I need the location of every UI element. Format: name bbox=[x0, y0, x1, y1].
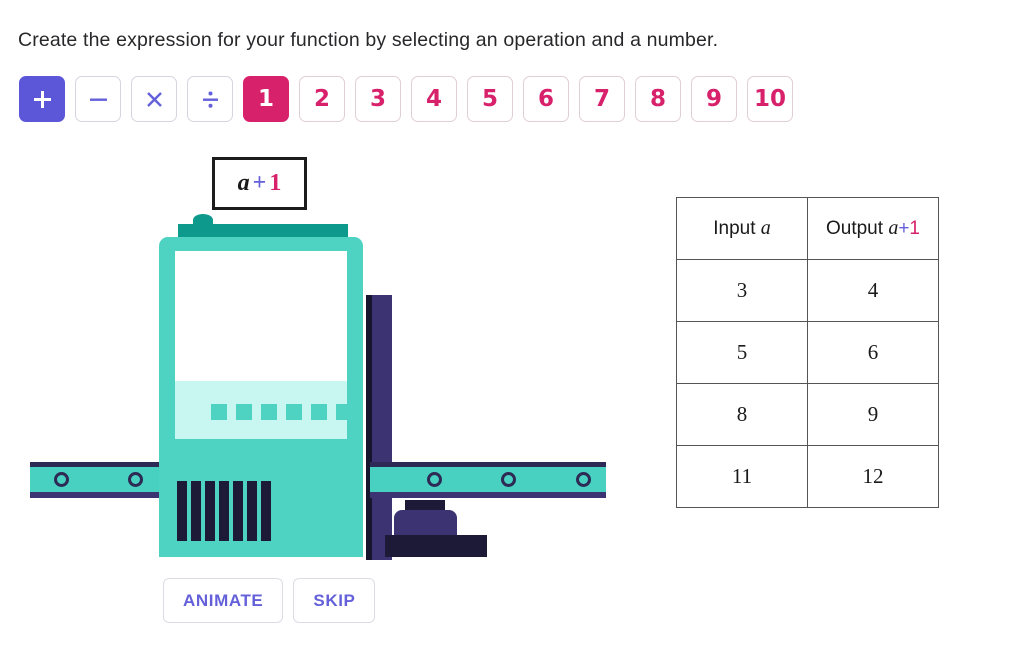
belt-roller bbox=[501, 472, 516, 487]
number-button-9[interactable]: 9 bbox=[691, 76, 737, 122]
belt-roller bbox=[54, 472, 69, 487]
table-row: 5 6 bbox=[676, 321, 939, 384]
column-header-output: Output a+1 bbox=[807, 197, 939, 260]
cell-output: 12 bbox=[807, 445, 939, 508]
belt-roller bbox=[576, 472, 591, 487]
panel-dot bbox=[286, 404, 302, 420]
panel-dot bbox=[211, 404, 227, 420]
column-header-input: Input a bbox=[676, 197, 808, 260]
number-button-7[interactable]: 7 bbox=[579, 76, 625, 122]
belt-roller bbox=[427, 472, 442, 487]
cell-output: 6 bbox=[807, 321, 939, 384]
machine-top-bar bbox=[178, 224, 348, 237]
grille-bar bbox=[233, 481, 243, 541]
output-label: Output bbox=[825, 218, 884, 239]
operation-button-subtract[interactable] bbox=[75, 76, 121, 122]
belt-left-bottom-rail bbox=[30, 492, 208, 498]
number-button-2[interactable]: 2 bbox=[299, 76, 345, 122]
panel-dot bbox=[311, 404, 327, 420]
grille-bar bbox=[191, 481, 201, 541]
machine-knob bbox=[193, 214, 213, 226]
table-row: 8 9 bbox=[676, 383, 939, 446]
table-header-row: Input a Output a+1 bbox=[676, 197, 939, 260]
machine-stand-mid bbox=[394, 510, 457, 535]
panel-dot bbox=[261, 404, 277, 420]
number-button-4[interactable]: 4 bbox=[411, 76, 457, 122]
grille-bar bbox=[219, 481, 229, 541]
plus-icon bbox=[31, 88, 54, 111]
belt-roller bbox=[128, 472, 143, 487]
belt-right-body bbox=[370, 467, 606, 492]
divide-icon bbox=[199, 88, 222, 111]
input-output-table: Input a Output a+1 3 4 5 6 8 9 11 12 bbox=[676, 197, 939, 508]
page-title: Create the expression for your function … bbox=[18, 29, 719, 51]
number-button-3[interactable]: 3 bbox=[355, 76, 401, 122]
table-row: 3 4 bbox=[676, 259, 939, 322]
cell-output: 4 bbox=[807, 259, 939, 322]
output-operator: + bbox=[898, 218, 910, 239]
input-label: Input bbox=[713, 218, 756, 239]
grille-bar bbox=[247, 481, 257, 541]
function-machine-illustration bbox=[0, 150, 660, 580]
cell-output: 9 bbox=[807, 383, 939, 446]
machine-stand-base bbox=[385, 535, 487, 557]
expression-number: 1 bbox=[269, 170, 282, 196]
cell-input: 5 bbox=[676, 321, 808, 384]
cell-input: 8 bbox=[676, 383, 808, 446]
belt-right-bottom-rail bbox=[370, 492, 606, 498]
panel-dot bbox=[336, 404, 352, 420]
number-button-10[interactable]: 10 bbox=[747, 76, 793, 122]
number-button-5[interactable]: 5 bbox=[467, 76, 513, 122]
grille-bar bbox=[205, 481, 215, 541]
output-variable: a bbox=[888, 217, 899, 239]
multiply-icon bbox=[143, 88, 166, 111]
number-button-6[interactable]: 6 bbox=[523, 76, 569, 122]
operation-button-add[interactable] bbox=[19, 76, 65, 122]
minus-icon bbox=[87, 88, 110, 111]
number-button-1[interactable]: 1 bbox=[243, 76, 289, 122]
machine-post-edge bbox=[366, 295, 372, 560]
belt-right-top-rail bbox=[370, 462, 606, 467]
cell-input: 3 bbox=[676, 259, 808, 322]
table-row: 11 12 bbox=[676, 445, 939, 508]
panel-dot bbox=[236, 404, 252, 420]
expression-display: a+1 bbox=[212, 157, 307, 210]
expression-operator: + bbox=[252, 170, 267, 196]
operation-button-divide[interactable] bbox=[187, 76, 233, 122]
action-button-group: ANIMATE SKIP bbox=[163, 578, 376, 623]
machine-post bbox=[372, 295, 392, 560]
cell-input: 11 bbox=[676, 445, 808, 508]
operation-button-multiply[interactable] bbox=[131, 76, 177, 122]
grille-bar bbox=[177, 481, 187, 541]
selection-toolbar: 1 2 3 4 5 6 7 8 9 10 bbox=[19, 76, 793, 122]
animate-button[interactable]: ANIMATE bbox=[163, 578, 284, 623]
output-number: 1 bbox=[909, 218, 920, 239]
input-variable: a bbox=[760, 217, 771, 239]
number-button-8[interactable]: 8 bbox=[635, 76, 681, 122]
skip-button[interactable]: SKIP bbox=[293, 578, 376, 623]
expression-variable: a bbox=[237, 170, 250, 196]
grille-bar bbox=[261, 481, 271, 541]
belt-left-top-rail bbox=[30, 462, 208, 467]
